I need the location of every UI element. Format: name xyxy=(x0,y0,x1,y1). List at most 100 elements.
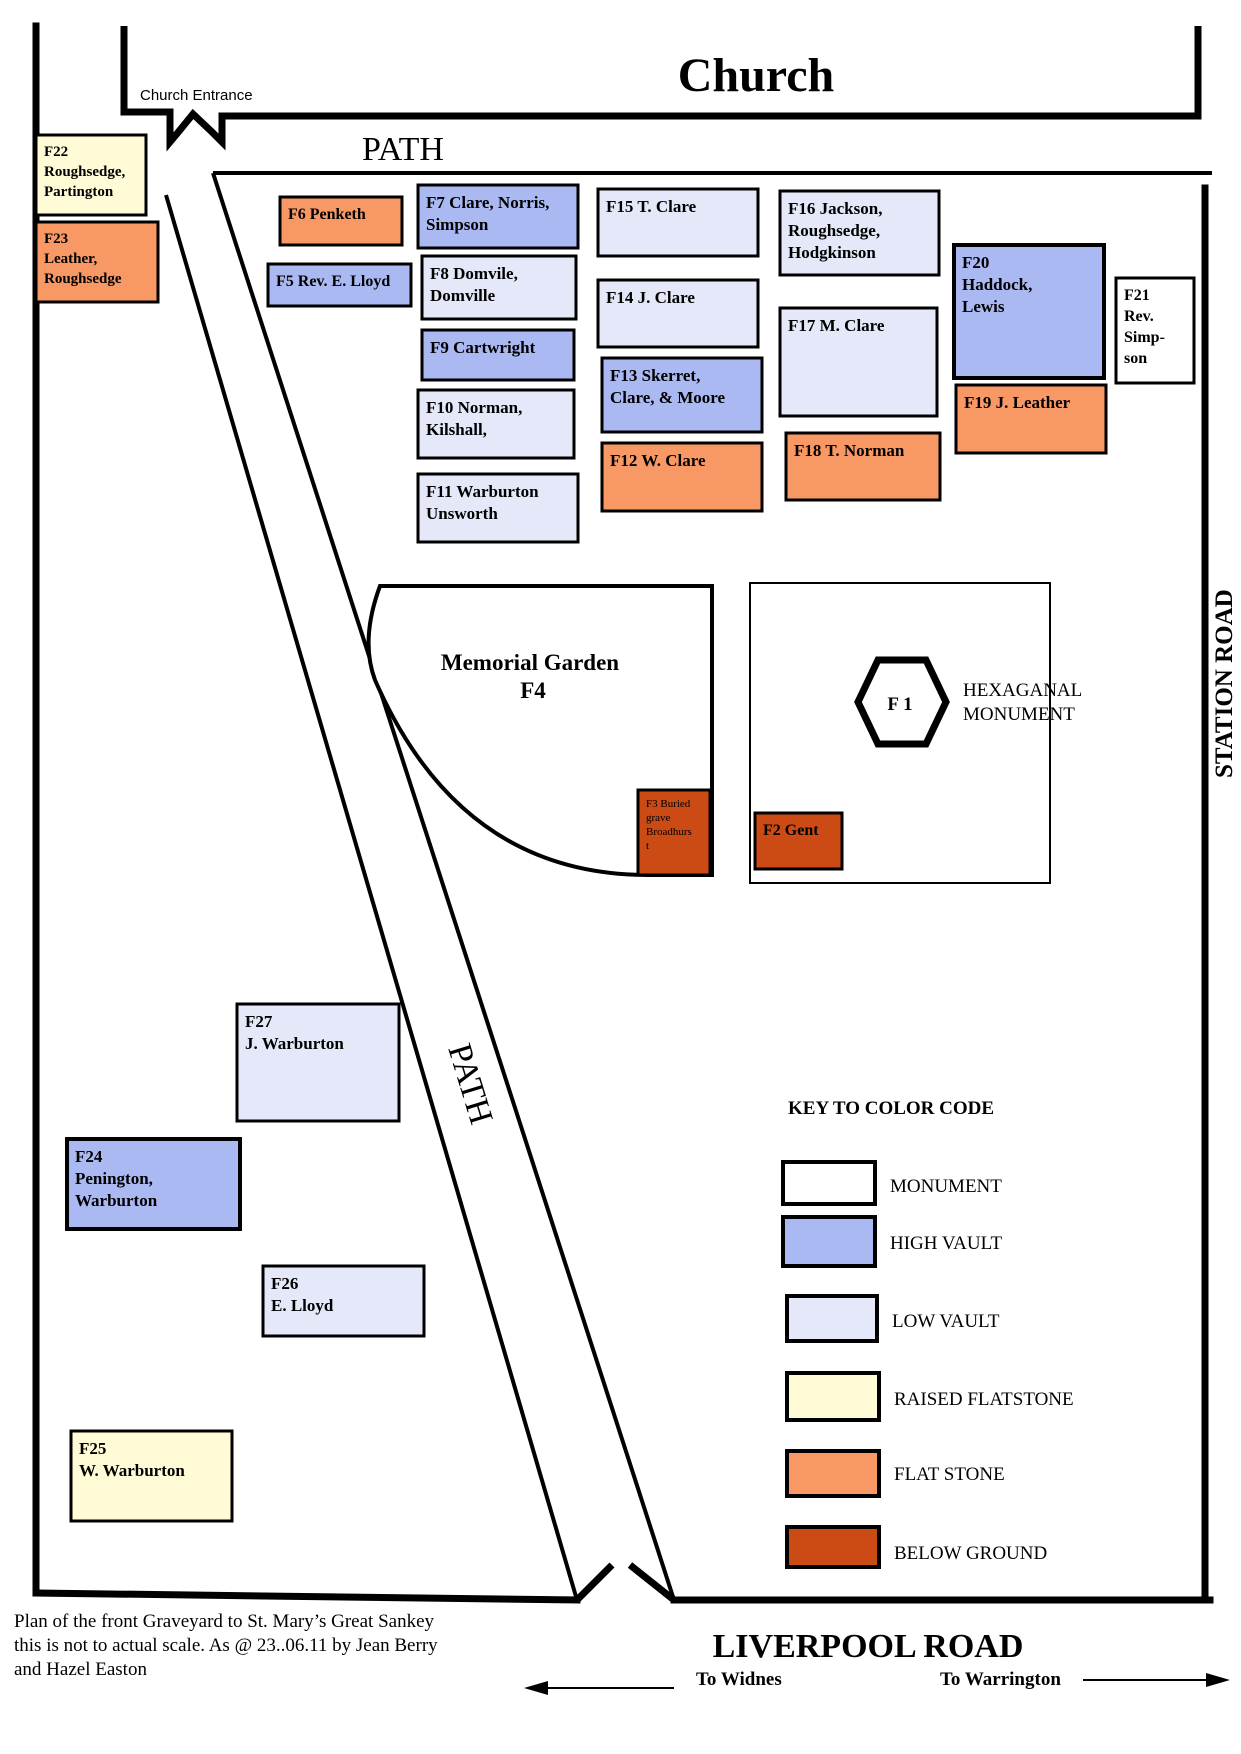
plot-label: F24 xyxy=(75,1147,103,1166)
plot-box xyxy=(34,133,148,217)
plot-label: F12 W. Clare xyxy=(610,451,706,470)
plot-box xyxy=(420,328,576,382)
plot-label: Leather, xyxy=(44,251,97,267)
memorial-garden-code: F4 xyxy=(520,678,546,703)
plot-box xyxy=(952,243,1106,380)
key-item-flat-stone: FLAT STONE xyxy=(785,1449,1005,1498)
plot-label: W. Warburton xyxy=(79,1461,185,1480)
key-item-high-vault: HIGH VAULT xyxy=(781,1215,1002,1268)
plot-label: t xyxy=(646,840,649,852)
hexagonal-label-1: HEXAGANAL xyxy=(963,680,1082,701)
key-item-raised-flatstone: RAISED FLATSTONE xyxy=(785,1371,1074,1422)
key-item-below-ground: BELOW GROUND xyxy=(785,1525,1047,1569)
key-label: FLAT STONE xyxy=(894,1464,1005,1485)
memorial-garden-outline xyxy=(366,584,714,877)
plot-label: Hodgkinson xyxy=(788,243,876,262)
plot-label: F10 Norman, xyxy=(426,398,522,417)
plot-box xyxy=(600,441,764,513)
plot-f15: F15 T. Clare xyxy=(596,187,760,258)
liverpool-road-label: LIVERPOOL ROAD xyxy=(713,1628,1024,1665)
plot-box xyxy=(416,472,580,544)
plot-f5: F5 Rev. E. Lloyd xyxy=(266,262,413,308)
key-item-monument: MONUMENT xyxy=(781,1160,1002,1206)
plot-box xyxy=(778,306,939,418)
path-diagonal-label: PATH xyxy=(440,1040,499,1129)
plot-label: F17 M. Clare xyxy=(788,316,885,335)
key-swatch xyxy=(781,1160,877,1206)
plot-label: F23 xyxy=(44,231,68,247)
plot-label: Warburton xyxy=(75,1191,158,1210)
plot-label: F26 xyxy=(271,1274,298,1293)
path-top-label: PATH xyxy=(362,131,444,168)
plot-label: F19 J. Leather xyxy=(964,393,1071,412)
station-road-label: STATION ROAD xyxy=(1211,589,1238,778)
plot-label: son xyxy=(1124,350,1147,367)
plot-box xyxy=(636,788,712,877)
plot-label: F20 xyxy=(962,253,989,272)
plot-label: Simpson xyxy=(426,215,489,234)
plot-label: F16 Jackson, xyxy=(788,199,882,218)
key-title: KEY TO COLOR CODE xyxy=(788,1098,994,1119)
plot-f8: F8 Domvile,Domville xyxy=(420,254,578,321)
key-label: RAISED FLATSTONE xyxy=(894,1389,1074,1410)
plot-label: F13 Skerret, xyxy=(610,366,700,385)
plot-box xyxy=(261,1264,426,1338)
plot-label: Unsworth xyxy=(426,504,498,523)
plot-f6: F6 Penketh xyxy=(278,195,404,247)
gate-post-east xyxy=(627,1562,677,1603)
plot-label: Penington, xyxy=(75,1169,153,1188)
path-east-edge xyxy=(211,172,676,1601)
plot-f12: F12 W. Clare xyxy=(600,441,764,513)
key-items: MONUMENT HIGH VAULT LOW VAULT RAISED FLATST… xyxy=(781,1160,1074,1569)
plot-f26: F26 E. Lloyd xyxy=(261,1264,426,1338)
plot-box xyxy=(69,1429,234,1523)
plot-label: E. Lloyd xyxy=(271,1296,334,1315)
plot-box xyxy=(65,1137,242,1231)
plot-f17: F17 M. Clare xyxy=(778,306,939,418)
color-key: KEY TO COLOR CODE MONUMENT HIGH VAULT LOW … xyxy=(781,1098,1074,1569)
south-wall-west xyxy=(32,1589,581,1604)
plot-f18: F18 T. Norman xyxy=(784,431,942,502)
hexagonal-label-2: MONUMENT xyxy=(963,704,1075,725)
plot-f7: F7 Clare, Norris, Simpson xyxy=(416,183,580,250)
plot-box xyxy=(266,262,413,308)
plot-label: Partington xyxy=(44,184,114,200)
plot-label: F2 Gent xyxy=(763,822,819,839)
key-item-low-vault: LOW VAULT xyxy=(785,1294,1000,1343)
church-label: Church xyxy=(678,49,835,102)
plot-label: F7 Clare, Norris, xyxy=(426,193,549,212)
plot-label: F15 T. Clare xyxy=(606,197,697,216)
plot-label: Clare, & Moore xyxy=(610,388,725,407)
plot-label: Haddock, xyxy=(962,275,1032,294)
church-entrance-label: Church Entrance xyxy=(140,87,253,104)
plot-f19: F19 J. Leather xyxy=(954,383,1108,455)
plot-f16: F16 Jackson,Roughsedge,Hodgkinson xyxy=(778,189,941,277)
church-outline xyxy=(120,26,1202,152)
arrow-left-icon xyxy=(524,1681,674,1695)
plot-label: F22 xyxy=(44,144,68,160)
plot-box xyxy=(416,183,580,250)
plot-box xyxy=(784,431,942,502)
plot-box xyxy=(596,187,760,258)
key-label: LOW VAULT xyxy=(892,1311,1000,1332)
plot-box xyxy=(600,356,764,434)
plan-caption: Plan of the front Graveyard to St. Mary’… xyxy=(14,1611,438,1680)
plot-label: F27 xyxy=(245,1012,273,1031)
plot-box xyxy=(416,388,576,460)
plot-label: grave xyxy=(646,812,671,824)
plot-box xyxy=(596,278,760,349)
church-building: Church Church Entrance xyxy=(120,26,1202,152)
diagonal-path xyxy=(164,172,676,1601)
plot-label: F5 Rev. E. Lloyd xyxy=(276,273,390,290)
plot-f9: F9 Cartwright xyxy=(420,328,576,382)
plot-f2: F2 Gent xyxy=(753,811,844,871)
